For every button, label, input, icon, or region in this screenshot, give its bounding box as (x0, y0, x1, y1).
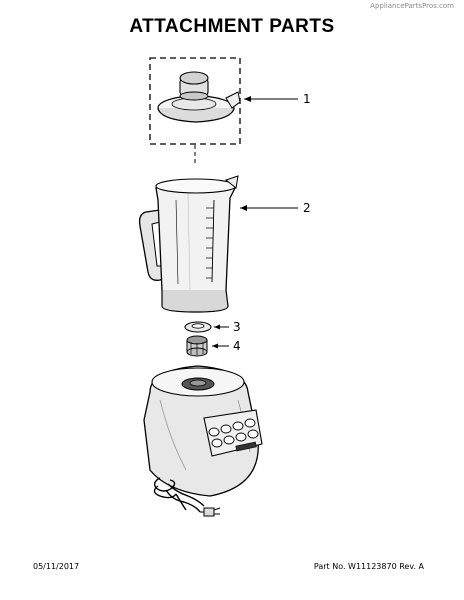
footer-date: 05/11/2017 (33, 562, 80, 571)
callout-3: 3 (233, 320, 241, 334)
lid-assembly (149, 57, 241, 165)
footer-part-info: Part No. W11123870 Rev. A (313, 562, 424, 571)
callout-4: 4 (233, 339, 241, 353)
power-cord (153, 477, 221, 517)
motor-base (143, 365, 263, 497)
callout-2: 2 (303, 201, 311, 215)
page-title: ATTACHMENT PARTS (129, 16, 335, 37)
callout-1: 1 (303, 92, 311, 106)
gasket-ring (184, 321, 212, 333)
drive-coupler (186, 335, 208, 357)
pitcher (138, 175, 239, 313)
watermark: AppliancePartsPros.com (370, 2, 454, 10)
